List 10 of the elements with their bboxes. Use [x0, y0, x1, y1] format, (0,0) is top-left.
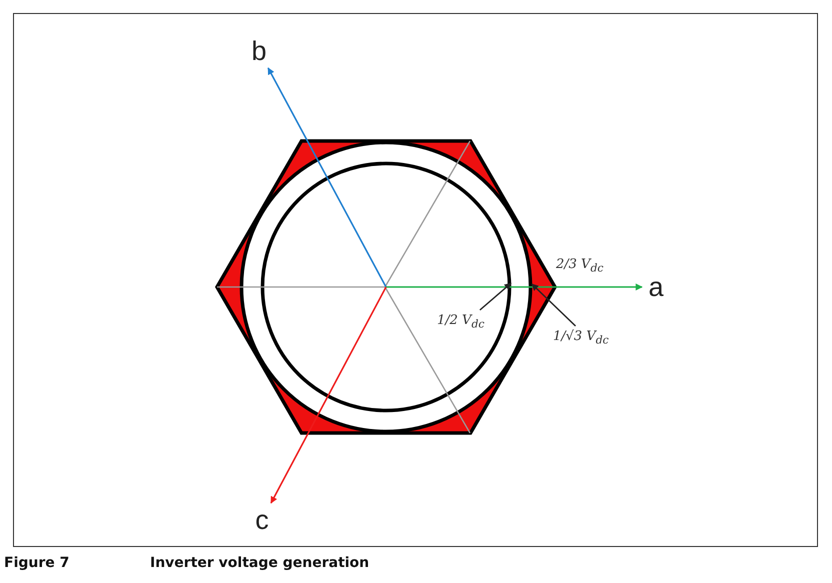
- axis-label: c: [250, 505, 274, 535]
- axis-arrow: [511, 284, 643, 290]
- axis-label: a: [644, 272, 668, 302]
- axis-label: b: [247, 36, 271, 66]
- axis-arrow: [267, 67, 328, 178]
- caption: Inverter voltage generation: [150, 555, 370, 571]
- axis-arrow: [270, 396, 328, 504]
- leader-arrow: [479, 282, 512, 311]
- leader-arrow: [531, 284, 576, 326]
- figure-number: Figure 7: [4, 555, 70, 571]
